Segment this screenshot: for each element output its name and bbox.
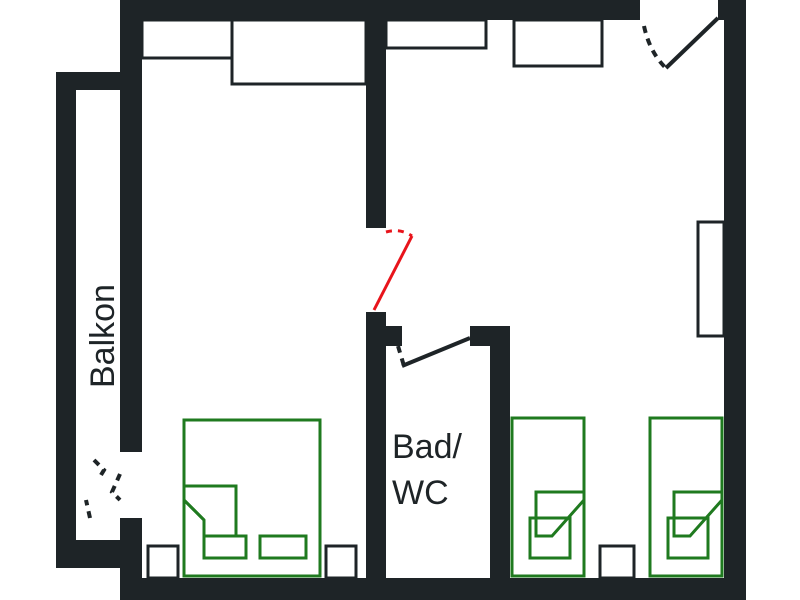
double-bed bbox=[182, 418, 322, 578]
balcony-wall-left bbox=[56, 72, 76, 568]
entrance-door-swing-icon bbox=[642, 25, 670, 72]
wardrobe-top-left bbox=[230, 18, 368, 86]
bathroom-door-swing-icon bbox=[396, 345, 406, 367]
double-bed-pillow-left bbox=[202, 534, 248, 560]
balcony-door-swing-lower-icon bbox=[109, 473, 122, 502]
partition-lower bbox=[366, 312, 386, 600]
connecting-door-leaf bbox=[372, 235, 414, 311]
bathroom-label-line2: WC bbox=[392, 474, 449, 512]
shelf-top-left bbox=[140, 18, 236, 60]
partition-upper bbox=[366, 0, 386, 228]
cabinet-right-wall bbox=[696, 220, 726, 338]
single-bed-1 bbox=[510, 416, 586, 578]
wall-bottom bbox=[120, 578, 746, 600]
single-bed-2-frame bbox=[648, 416, 724, 578]
single-bed-1-pillow bbox=[528, 516, 572, 560]
single-bed-2-duvet-fold bbox=[672, 490, 724, 538]
shelf-top-middle bbox=[384, 18, 488, 50]
wardrobe-top-right bbox=[512, 18, 604, 68]
single-bed-1-frame bbox=[510, 416, 586, 578]
single-bed-2 bbox=[648, 416, 724, 578]
connecting-door-swing-icon bbox=[385, 229, 413, 238]
doors bbox=[84, 16, 720, 519]
wall-right bbox=[724, 0, 746, 600]
entrance-door-leaf bbox=[664, 16, 720, 70]
beds bbox=[182, 416, 724, 578]
double-bed-pillow-right bbox=[258, 534, 308, 560]
bathroom-wall-right bbox=[490, 326, 510, 600]
nightstand-2 bbox=[324, 544, 358, 580]
interior-walls bbox=[366, 0, 510, 600]
balcony-wall-bottom bbox=[56, 540, 126, 568]
single-bed-2-pillow bbox=[666, 516, 710, 560]
double-bed-frame bbox=[182, 418, 322, 578]
double-bed-duvet-fold bbox=[182, 484, 238, 538]
wall-left-upper bbox=[120, 0, 142, 452]
furniture bbox=[140, 18, 726, 580]
balcony-label: Balkon bbox=[84, 284, 122, 388]
balcony bbox=[56, 72, 126, 568]
nightstand-1 bbox=[146, 544, 180, 580]
single-bed-1-duvet-fold bbox=[534, 490, 586, 538]
partition-stub bbox=[366, 326, 402, 346]
bathroom-door-leaf bbox=[401, 336, 471, 368]
nightstand-3 bbox=[598, 544, 636, 580]
double-bed-blanket-corner bbox=[182, 498, 206, 522]
bathroom-label-line1: Bad/ bbox=[392, 428, 462, 466]
balcony-door-swing-icon bbox=[84, 499, 92, 519]
balcony-door-swing-upper-icon bbox=[92, 458, 107, 482]
outer-walls bbox=[120, 0, 746, 600]
